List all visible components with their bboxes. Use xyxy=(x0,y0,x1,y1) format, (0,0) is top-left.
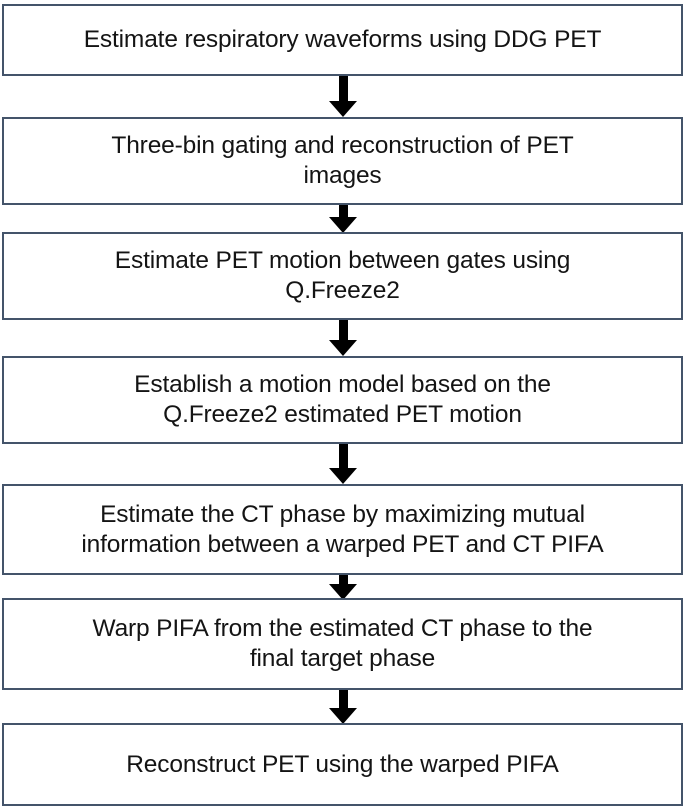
flow-node-4-label: Establish a motion model based on the Q.… xyxy=(134,371,551,428)
flow-arrow-4-shaft xyxy=(338,444,348,468)
flow-node-3: Estimate PET motion between gates using … xyxy=(2,232,683,320)
flow-arrow-4 xyxy=(329,444,357,484)
flow-node-1-label: Estimate respiratory waveforms using DDG… xyxy=(83,26,602,54)
flow-arrow-3-head xyxy=(329,340,357,356)
flow-arrow-2-head xyxy=(329,217,357,233)
flow-node-3-label: Estimate PET motion between gates using … xyxy=(114,247,571,304)
flow-arrow-1 xyxy=(329,76,357,117)
flow-node-6-label: Warp PIFA from the estimated CT phase to… xyxy=(92,615,593,672)
flow-arrow-1-shaft xyxy=(338,76,348,101)
flow-arrow-2 xyxy=(329,205,357,233)
flow-arrow-5-shaft xyxy=(338,575,348,585)
flow-arrow-6-head xyxy=(329,708,357,724)
flow-arrow-4-head xyxy=(329,468,357,484)
flow-node-6: Warp PIFA from the estimated CT phase to… xyxy=(2,598,683,690)
flow-node-5: Estimate the CT phase by maximizing mutu… xyxy=(2,484,683,575)
flow-node-7: Reconstruct PET using the warped PIFA xyxy=(2,723,683,806)
flow-arrow-1-head xyxy=(329,101,357,117)
flow-node-2: Three-bin gating and reconstruction of P… xyxy=(2,117,683,205)
flow-node-1: Estimate respiratory waveforms using DDG… xyxy=(2,4,683,76)
flow-arrow-2-shaft xyxy=(338,205,348,218)
flow-node-4: Establish a motion model based on the Q.… xyxy=(2,356,683,444)
flow-node-2-label: Three-bin gating and reconstruction of P… xyxy=(111,132,574,189)
flow-arrow-3-shaft xyxy=(338,320,348,341)
flow-node-7-label: Reconstruct PET using the warped PIFA xyxy=(126,750,559,778)
flow-arrow-6-shaft xyxy=(338,690,348,709)
flow-arrow-3 xyxy=(329,320,357,356)
flow-arrow-6 xyxy=(329,690,357,724)
flow-node-5-label: Estimate the CT phase by maximizing mutu… xyxy=(81,500,604,558)
flow-arrow-5-head xyxy=(329,584,357,600)
flow-arrow-5 xyxy=(329,575,357,600)
